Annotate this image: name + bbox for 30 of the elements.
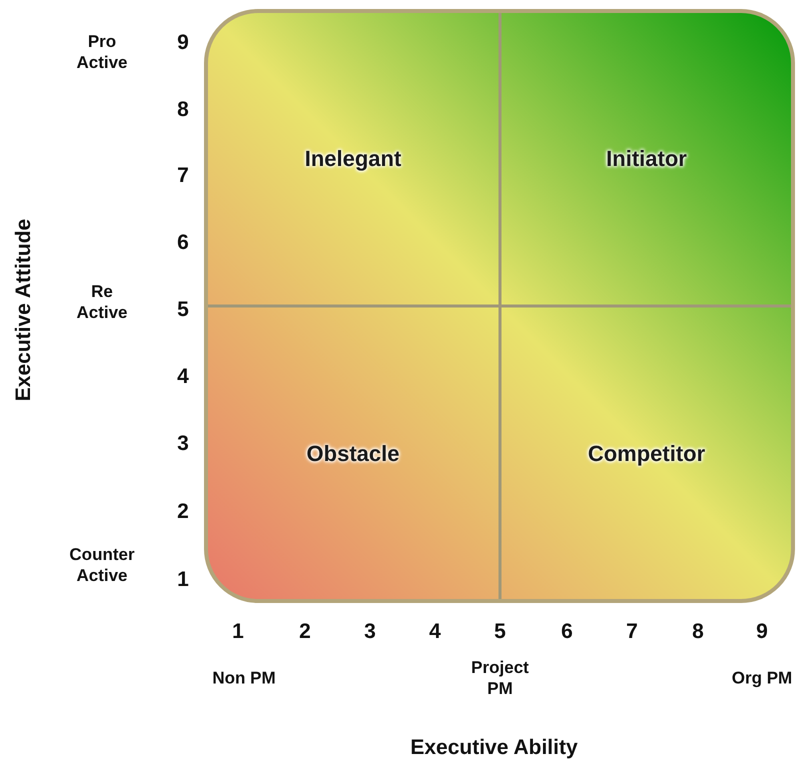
scale-label: Counter Active bbox=[68, 544, 136, 586]
scale-label: Re Active bbox=[75, 280, 129, 324]
tick-label: 4 bbox=[177, 364, 189, 390]
tick-label: 1 bbox=[177, 566, 189, 593]
tick-label: 7 bbox=[177, 162, 189, 189]
scale-label: Project PM bbox=[470, 656, 530, 700]
tick-label: 8 bbox=[177, 96, 189, 123]
quadrant-label: Competitor bbox=[588, 440, 706, 466]
scale-label: Org PM bbox=[730, 667, 794, 689]
quadrant-label: Inelegant bbox=[304, 146, 402, 172]
quadrant-label: Obstacle bbox=[306, 440, 400, 466]
scale-label: Pro Active bbox=[75, 30, 129, 74]
tick-label: 3 bbox=[177, 430, 189, 457]
tick-label: 4 bbox=[429, 618, 441, 645]
tick-label: 5 bbox=[177, 296, 189, 323]
scale-label: Non PM bbox=[211, 667, 277, 689]
axis-title: Executive Ability bbox=[410, 734, 578, 761]
tick-label: 6 bbox=[177, 230, 189, 256]
tick-label: 9 bbox=[177, 30, 189, 56]
tick-label: 7 bbox=[626, 618, 638, 645]
quadrant-label: Initiator bbox=[606, 146, 687, 172]
tick-label: 2 bbox=[177, 498, 189, 525]
axis-title: Executive Attitude bbox=[10, 218, 36, 402]
tick-label: 8 bbox=[692, 618, 704, 645]
tick-label: 5 bbox=[494, 618, 506, 645]
tick-label: 9 bbox=[756, 618, 768, 645]
tick-label: 1 bbox=[232, 618, 244, 645]
tick-label: 6 bbox=[561, 618, 573, 645]
tick-label: 3 bbox=[364, 618, 376, 645]
tick-label: 2 bbox=[299, 618, 311, 645]
